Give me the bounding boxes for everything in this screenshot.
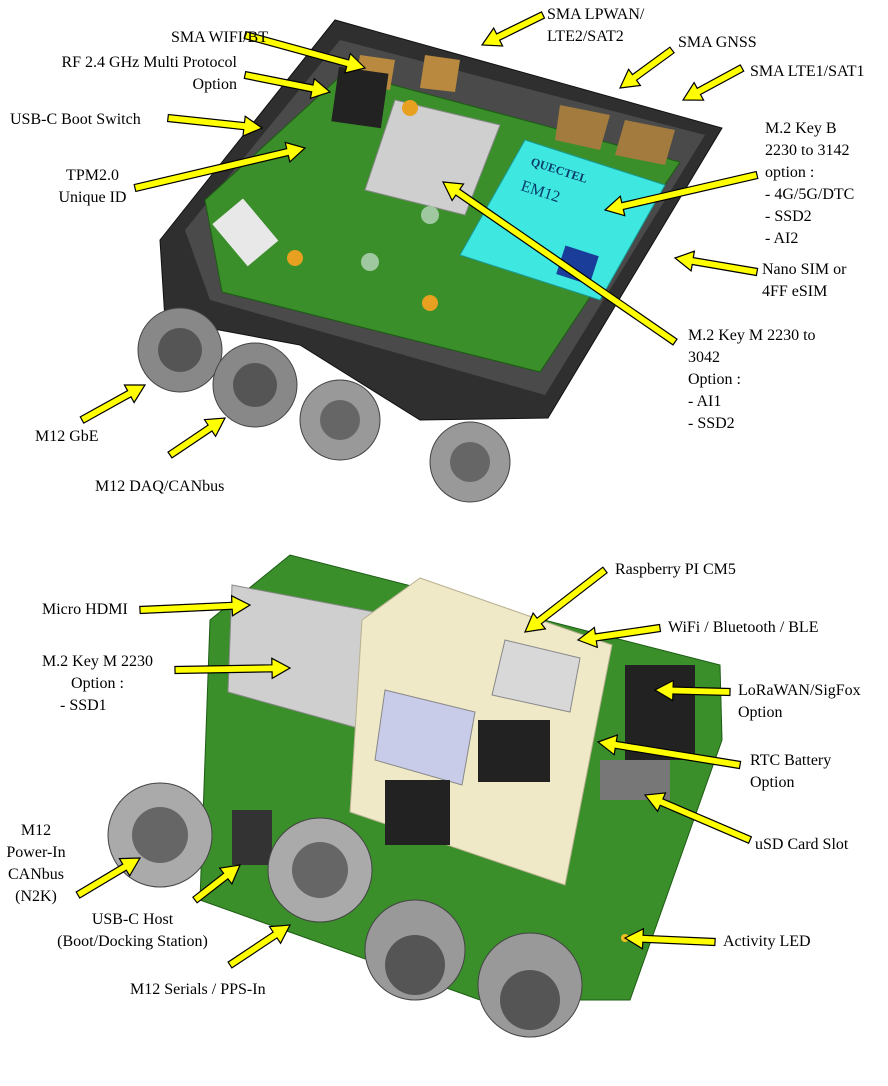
callout-arrow (576, 623, 662, 649)
callout-arrow (673, 250, 759, 277)
m12-connector (477, 932, 583, 1038)
callout-arrow (681, 64, 745, 101)
usbc-host-port (232, 810, 272, 865)
cm5-soc-shield (374, 689, 476, 786)
callout-arrow (75, 857, 142, 899)
label-sma-gnss: SMA GNSS (678, 34, 757, 51)
standoff (361, 253, 379, 271)
callout-arrow (653, 679, 731, 702)
callout-arrow (192, 864, 241, 904)
top-enclosure-render: QUECTEL EM12 (137, 19, 723, 503)
qr-code (556, 245, 599, 285)
wifi-module (491, 639, 581, 713)
m12-connector (364, 899, 466, 1001)
callout-arrow (596, 734, 742, 770)
callout-arrow (603, 170, 759, 217)
m12-connector (299, 379, 381, 461)
m2-key-m-module (364, 99, 501, 216)
standoff (287, 250, 303, 266)
standoff (421, 206, 439, 224)
label-sma-lte1: SMA LTE1/SAT1 (750, 63, 865, 80)
label-m12-gbe: M12 GbE (35, 428, 99, 445)
callout-arrow (167, 417, 227, 459)
cm5-chip (478, 720, 550, 782)
label-m12-daq: M12 DAQ/CANbus (95, 478, 225, 495)
callout-arrow (139, 594, 252, 617)
m12-connector (267, 817, 373, 923)
sma-connector (555, 105, 610, 150)
callout-arrow (619, 46, 675, 89)
callout-arrow (441, 181, 678, 346)
label-usbc-boot-switch: USB-C Boot Switch (10, 111, 141, 128)
callout-arrow (166, 113, 264, 137)
sma-connector (420, 55, 460, 92)
label-micro-hdmi: Micro HDMI (42, 601, 128, 618)
label-m12-serials: M12 Serials / PPS-In (130, 981, 266, 998)
callout-arrow (227, 924, 292, 969)
label-wifi-bt: WiFi / Bluetooth / BLE (668, 619, 819, 636)
m12-connector (137, 307, 223, 393)
cm5-chip (385, 780, 450, 845)
label-rpi-cm5: Raspberry PI CM5 (615, 561, 736, 578)
callout-arrow (643, 792, 753, 844)
callout-arrow (480, 11, 546, 47)
callout-arrow (174, 657, 292, 680)
label-usd-slot: uSD Card Slot (755, 836, 849, 853)
bottom-board-render (107, 554, 723, 1038)
label-usbc-host: USB-C Host(Boot/Docking Station) (57, 911, 208, 950)
m12-connector (429, 421, 511, 503)
callout-arrow (243, 70, 332, 100)
label-sma-lpwan: SMA LPWAN/LTE2/SAT2 (547, 6, 645, 45)
label-sma-wifi: SMA WIFI/BT (170, 29, 268, 46)
callout-arrow (133, 141, 307, 193)
callout-arrow (79, 384, 147, 424)
standoff (402, 100, 418, 116)
label-activity-led: Activity LED (723, 933, 811, 950)
callout-arrow (623, 927, 716, 950)
white-connector (212, 198, 279, 267)
sma-connector (615, 120, 675, 165)
callout-arrows (75, 11, 759, 969)
m2-key-b-module (459, 139, 666, 301)
callout-arrow (524, 566, 608, 633)
rf-module (331, 66, 389, 129)
m12-connector (212, 342, 298, 428)
callout-arrow (243, 30, 367, 74)
standoff (422, 295, 438, 311)
